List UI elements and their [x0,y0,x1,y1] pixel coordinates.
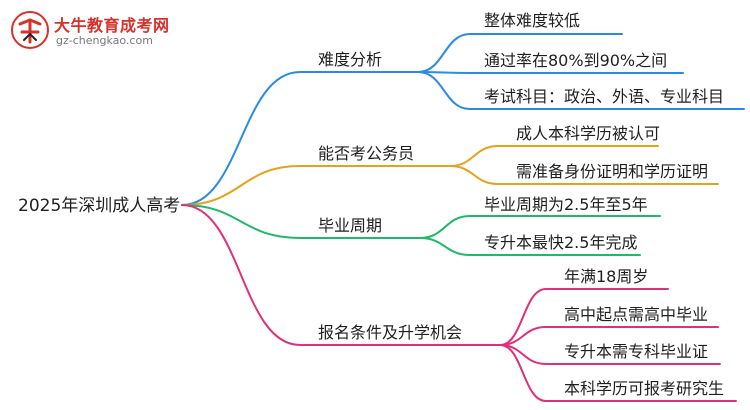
leaf-civil-2: 需准备身份证明和学历证明 [516,162,709,181]
logo-title: 大牛教育成考网 [54,16,170,35]
edge-leaf-graduation-1 [419,215,661,239]
branch-civil-service: 能否考公务员 [318,144,415,163]
edge-leaf-difficulty-1 [417,33,623,73]
branch-difficulty: 难度分析 [318,50,383,69]
edge-leaf-graduation-2 [419,237,641,256]
leaf-difficulty-2: 通过率在80%到90%之间 [484,51,668,70]
edge-branch-difficulty [181,71,419,206]
edge-leaf-difficulty-3 [417,71,745,110]
edge-leaf-requirements-4 [499,344,737,402]
leaf-req-3: 专升本需专科毕业证 [564,342,709,361]
leaf-req-1: 年满18周岁 [564,267,649,286]
leaf-civil-1: 成人本科学历被认可 [516,124,661,143]
edge-leaf-requirements-1 [499,288,669,346]
branch-requirements: 报名条件及升学机会 [318,323,463,342]
leaf-difficulty-1: 整体难度较低 [484,11,581,30]
edge-leaf-requirements-2 [499,326,719,346]
edge-branch-civil-service [181,165,451,206]
leaf-difficulty-3: 考试科目：政治、外语、专业科目 [484,87,725,106]
logo: 大牛教育成考网 gz-chengkao.com [10,10,180,54]
leaf-req-4: 本科学历可报考研究生 [564,379,725,398]
logo-mark-icon [11,11,49,49]
edge-leaf-civil-service-2 [449,165,719,185]
leaf-grad-2: 专升本最快2.5年完成 [484,233,638,252]
leaf-grad-1: 毕业周期为2.5年至5年 [484,195,648,214]
edge-branch-requirements [181,204,501,346]
logo-url: gz-chengkao.com [56,34,153,47]
root-node: 2025年深圳成人高考 [18,196,181,216]
branch-graduation: 毕业周期 [318,216,383,235]
edge-leaf-civil-service-1 [449,145,659,167]
edge-leaf-requirements-3 [499,344,721,365]
leaf-req-2: 高中起点需高中毕业 [564,305,709,324]
edge-branch-graduation [181,204,421,239]
edge-leaf-difficulty-2 [417,71,684,74]
